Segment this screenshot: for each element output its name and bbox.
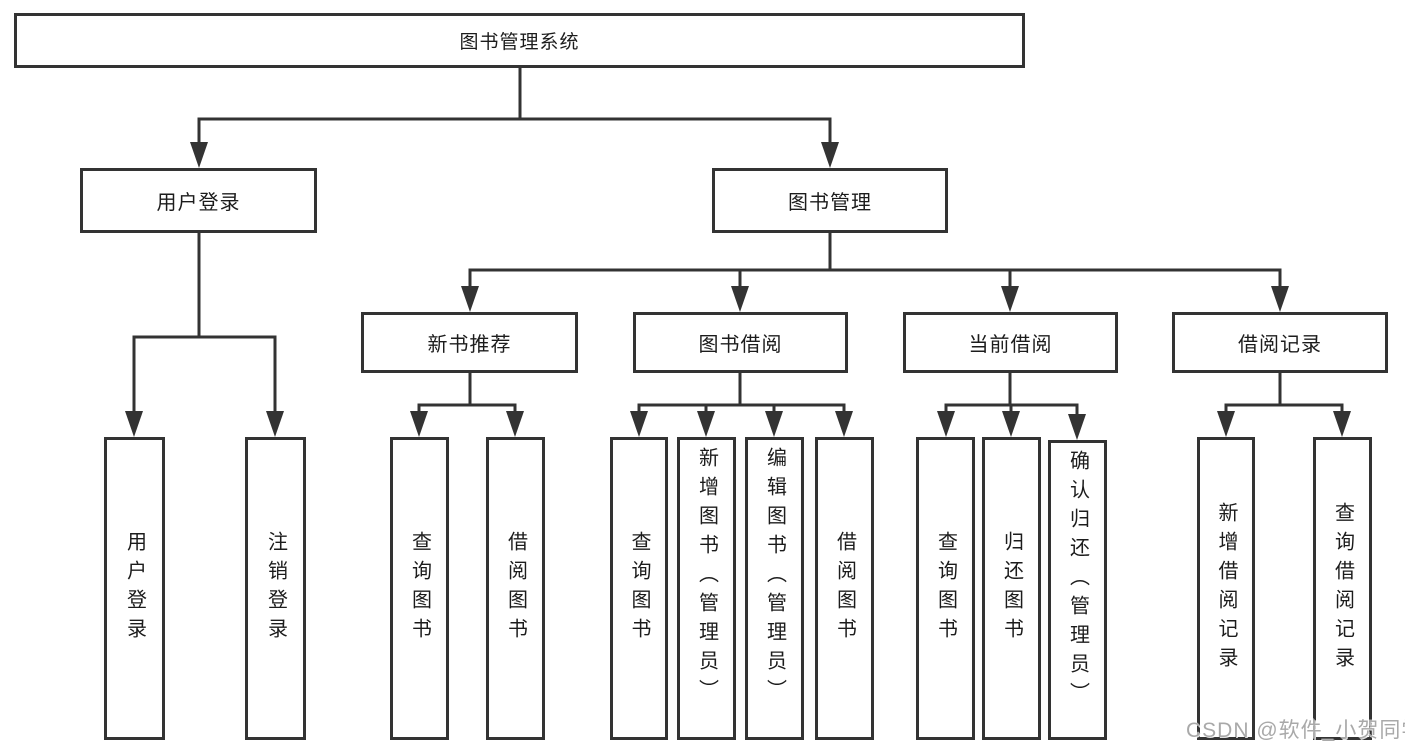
leaf-query-books-rec: 查询图书 bbox=[390, 437, 449, 740]
node-label: 用户登录 bbox=[123, 530, 146, 647]
arrowhead bbox=[697, 411, 715, 437]
connector-new-book-rec-subtree bbox=[417, 371, 517, 414]
node-user-login: 用户登录 bbox=[80, 168, 317, 233]
leaf-edit-books-admin: 编辑图书（管理员） bbox=[745, 437, 804, 740]
connector-book-mgmt-to-level3 bbox=[468, 231, 1282, 289]
connector-user-login-subtree bbox=[132, 231, 277, 414]
arrowhead bbox=[266, 411, 284, 437]
arrowhead bbox=[1002, 411, 1020, 437]
node-label: 归还图书 bbox=[1000, 530, 1023, 647]
node-book-borrowing: 图书借阅 bbox=[633, 312, 848, 373]
leaf-query-books-cb: 查询图书 bbox=[916, 437, 975, 740]
arrowhead bbox=[731, 286, 749, 312]
leaf-return-books: 归还图书 bbox=[982, 437, 1041, 740]
node-label: 当前借阅 bbox=[968, 334, 1053, 356]
node-label: 借阅图书 bbox=[833, 530, 856, 647]
node-label: 确认归还（管理员） bbox=[1066, 450, 1089, 711]
node-label: 查询图书 bbox=[408, 530, 431, 647]
leaf-logout: 注销登录 bbox=[245, 437, 306, 740]
arrowhead bbox=[937, 411, 955, 437]
leaf-query-books-bb: 查询图书 bbox=[610, 437, 668, 740]
node-current-borrowing: 当前借阅 bbox=[903, 312, 1118, 373]
arrowhead bbox=[461, 286, 479, 312]
node-label: 借阅记录 bbox=[1238, 334, 1322, 356]
arrowhead bbox=[821, 142, 839, 168]
arrowhead bbox=[1271, 286, 1289, 312]
leaf-add-books-admin: 新增图书（管理员） bbox=[677, 437, 736, 740]
node-borrow-records: 借阅记录 bbox=[1172, 312, 1388, 373]
node-label: 借阅图书 bbox=[504, 530, 527, 647]
connector-root-to-level2 bbox=[197, 66, 832, 145]
arrowhead bbox=[1217, 411, 1235, 437]
connector-book-borrow-subtree bbox=[637, 371, 846, 414]
arrowhead bbox=[630, 411, 648, 437]
leaf-borrow-books-bb: 借阅图书 bbox=[815, 437, 874, 740]
arrowhead bbox=[506, 411, 524, 437]
arrowhead bbox=[1068, 414, 1086, 440]
node-label: 新增借阅记录 bbox=[1215, 501, 1237, 676]
connector-current-borrow-subtree bbox=[944, 371, 1079, 417]
node-label: 新书推荐 bbox=[427, 334, 512, 356]
node-label: 查询图书 bbox=[628, 530, 650, 647]
node-label: 编辑图书（管理员） bbox=[763, 447, 786, 708]
leaf-borrow-books-rec: 借阅图书 bbox=[486, 437, 545, 740]
node-label: 图书管理系统 bbox=[459, 32, 580, 53]
node-library-management-system: 图书管理系统 bbox=[14, 13, 1025, 68]
arrowhead bbox=[1001, 286, 1019, 312]
arrowhead bbox=[835, 411, 853, 437]
arrowhead bbox=[1333, 411, 1351, 437]
arrowhead bbox=[125, 411, 143, 437]
csdn-watermark: CSDN @软件_小贺同学 bbox=[1186, 719, 1405, 742]
node-label: 查询借阅记录 bbox=[1331, 501, 1354, 676]
arrowhead bbox=[765, 411, 783, 437]
node-label: 查询图书 bbox=[934, 530, 957, 647]
arrowhead bbox=[410, 411, 428, 437]
node-label: 图书借阅 bbox=[698, 334, 783, 356]
leaf-user-login: 用户登录 bbox=[104, 437, 165, 740]
arrowhead bbox=[190, 142, 208, 168]
node-new-book-recommend: 新书推荐 bbox=[361, 312, 578, 373]
leaf-query-borrow-record: 查询借阅记录 bbox=[1313, 437, 1372, 740]
node-label: 图书管理 bbox=[788, 192, 872, 214]
connector-borrow-records-subtree bbox=[1224, 371, 1344, 414]
node-label: 新增图书（管理员） bbox=[695, 447, 718, 708]
leaf-confirm-return-admin: 确认归还（管理员） bbox=[1048, 440, 1107, 740]
leaf-add-borrow-record: 新增借阅记录 bbox=[1197, 437, 1255, 740]
node-book-management: 图书管理 bbox=[712, 168, 948, 233]
node-label: 用户登录 bbox=[156, 192, 241, 214]
node-label: 注销登录 bbox=[264, 530, 287, 647]
